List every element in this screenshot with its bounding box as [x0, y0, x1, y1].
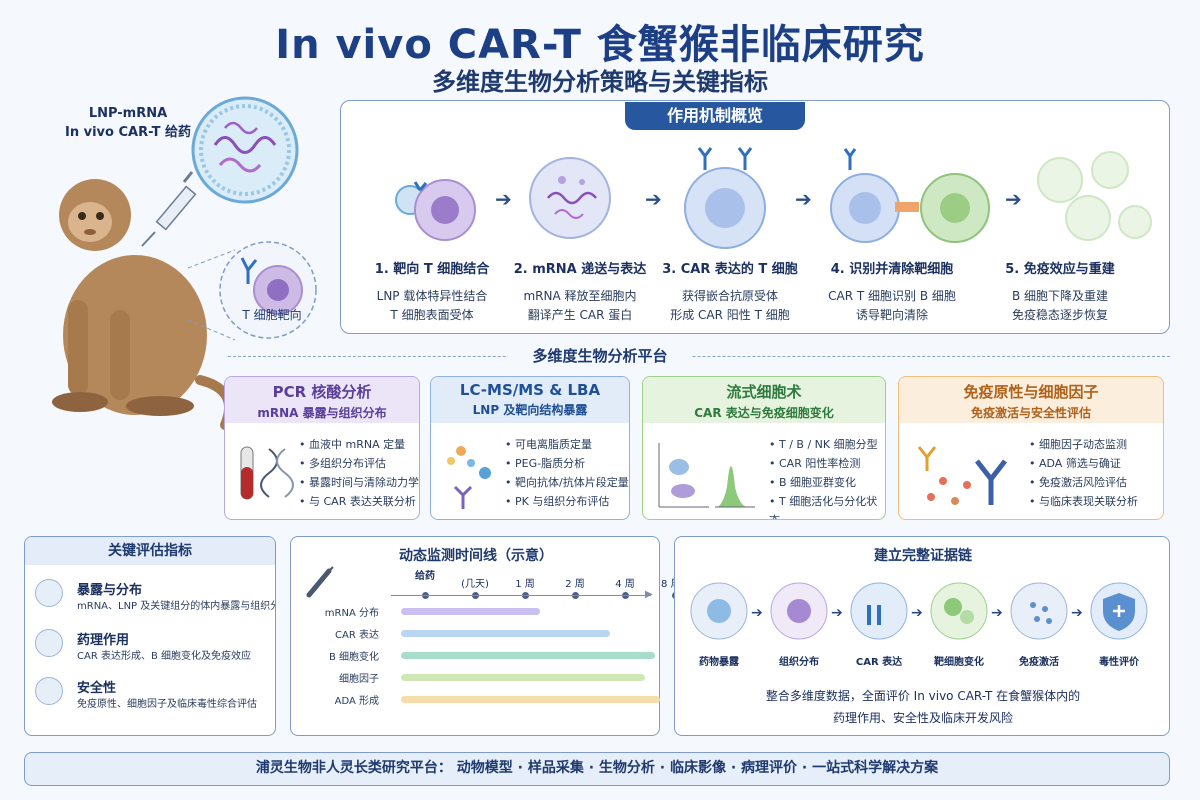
moa-step-4: 4. 识别并清除靶细胞 CAR T 细胞识别 B 细胞诱导靶向清除 — [828, 262, 956, 322]
tissue-distribution-icon — [770, 582, 828, 640]
syringe-icon — [141, 171, 197, 247]
t-cell-target-label: T 细胞靶向 — [242, 308, 302, 322]
moa-step-3: 3. CAR 表达的 T 细胞 获得嵌合抗原受体形成 CAR 阳性 T 细胞 — [662, 262, 798, 322]
arrow-icon: ➔ — [645, 187, 662, 211]
evidence-label-3: CAR 表达 — [855, 657, 903, 668]
toxicity-shield-icon — [1090, 582, 1148, 640]
svg-text:➔: ➔ — [831, 605, 843, 621]
moa-step-5: 5. 免疫效应与重建 B 细胞下降及重建免疫稳态逐步恢复 — [1005, 262, 1115, 322]
flow-plot-icon — [658, 443, 755, 508]
monkey-icon — [52, 179, 234, 430]
section-divider — [228, 356, 1170, 357]
evidence-label-4: 靶细胞变化 — [934, 657, 984, 668]
timeline-point-label: 1 周 — [515, 579, 535, 590]
evidence-chain-panel: 建立完整证据链 ➔ ➔ ➔ ➔ ➔ 药物暴露 组织分布 CAR 表达 靶细胞变化… — [674, 536, 1170, 736]
evidence-label-6: 毒性评价 — [1099, 657, 1139, 668]
timeline-title: 动态监测时间线（示意） — [399, 548, 553, 564]
evidence-summary: 整合多维度数据，全面评价 In vivo CAR-T 在食蟹猴体内的 药理作用、… — [765, 689, 1081, 725]
timeline-point-label: (几天) — [461, 579, 489, 590]
timeline-row-bar — [401, 674, 645, 681]
svg-text:➔: ➔ — [911, 605, 923, 621]
step1-binding-icon — [395, 179, 476, 241]
lnp-label: LNP-mRNA In vivo CAR-T 给药 — [65, 106, 191, 140]
evidence-icons: ➔ ➔ ➔ ➔ ➔ — [690, 582, 1148, 640]
svg-text:➔: ➔ — [751, 605, 763, 621]
step3-car-t-icon — [684, 147, 766, 249]
timeline-point-label: 给药 — [415, 571, 435, 582]
syringe-icon — [306, 566, 334, 598]
arrow-icon: ➔ — [795, 187, 812, 211]
page-subtitle: 多维度生物分析策略与关键指标 — [432, 68, 768, 96]
moa-title: 作用机制概览 — [625, 102, 805, 130]
step5-recovery-icon — [1037, 151, 1152, 241]
timeline-row-label: B 细胞变化 — [328, 652, 379, 663]
arrow-icon: ➔ — [495, 187, 512, 211]
page-title: In vivo CAR-T 食蟹猴非临床研究 — [275, 22, 925, 68]
timeline-row-bar — [401, 608, 540, 615]
moa-illustrations: ➔ ➔ ➔ ➔ — [395, 147, 1152, 249]
card-flow: 流式细胞术 CAR 表达与免疫细胞变化 T / B / NK 细胞分型 CAR … — [642, 376, 886, 520]
shield-check-icon — [35, 677, 63, 705]
footer-banner: 浦灵生物非人灵长类研究平台： 动物模型 · 样品采集 · 生物分析 · 临床影像… — [24, 752, 1170, 786]
key-indicators-title: 关键评估指标 — [25, 537, 275, 565]
step4-recognition-icon — [830, 148, 990, 243]
car-expression-icon — [850, 582, 908, 640]
timeline-panel: 动态监测时间线（示意） 给药(几天)1 周2 周4 周8 周+ ▶ mRNA 分… — [290, 536, 689, 736]
svg-text:➔: ➔ — [1071, 605, 1083, 621]
timeline-row-label: mRNA 分布 — [324, 608, 379, 619]
card-pcr: PCR 核酸分析 mRNA 暴露与组织分布 血液中 mRNA 定量 多组织分布评… — [224, 376, 420, 520]
target-cell-change-icon — [930, 582, 988, 640]
platform-title: 多维度生物分析平台 — [508, 345, 692, 366]
t-cell-zoom-icon — [219, 241, 317, 339]
syringe-icon — [35, 579, 63, 607]
timeline-point-label: 2 周 — [565, 579, 585, 590]
evidence-title: 建立完整证据链 — [874, 548, 972, 564]
svg-text:➔: ➔ — [991, 605, 1003, 621]
timeline-row-label: ADA 形成 — [334, 696, 379, 707]
drug-exposure-icon — [690, 582, 748, 640]
timeline-point-label: 4 周 — [615, 579, 635, 590]
timeline-row-label: 细胞因子 — [339, 674, 379, 685]
cytokine-ada-icon — [917, 446, 1007, 505]
step2-mrna-icon — [529, 157, 611, 239]
receptor-icon — [35, 629, 63, 657]
evidence-label-5: 免疫激活 — [1019, 657, 1059, 668]
evidence-label-2: 组织分布 — [779, 657, 819, 668]
card-immuno: 免疫原性与细胞因子 免疫激活与安全性评估 细胞因子动态监测 ADA 筛选与确证 … — [898, 376, 1164, 520]
evidence-label-1: 药物暴露 — [699, 657, 739, 668]
timeline-axis-arrow-icon: ▶ — [645, 589, 653, 600]
lipid-antibody-icon — [447, 446, 491, 509]
timeline-row-bar — [401, 696, 660, 703]
timeline-axis — [391, 595, 651, 596]
immune-activation-icon — [1010, 582, 1068, 640]
timeline-row-bar — [401, 652, 655, 659]
blood-tube-dna-icon — [240, 446, 294, 500]
key-indicators-panel: 关键评估指标 暴露与分布 mRNA、LNP 及关键组分的体内暴露与组织分布 药理… — [24, 536, 276, 736]
arrow-icon: ➔ — [1005, 187, 1022, 211]
timeline-row-label: CAR 表达 — [335, 630, 379, 641]
moa-step-2: 2. mRNA 递送与表达 mRNA 释放至细胞内翻译产生 CAR 蛋白 — [513, 262, 647, 322]
timeline-row-bar — [401, 630, 610, 637]
card-lcms: LC-MS/MS & LBA LNP 及靶向结构暴露 可电离脂质定量 PEG-脂… — [430, 376, 630, 520]
lnp-particle-icon — [191, 96, 299, 204]
